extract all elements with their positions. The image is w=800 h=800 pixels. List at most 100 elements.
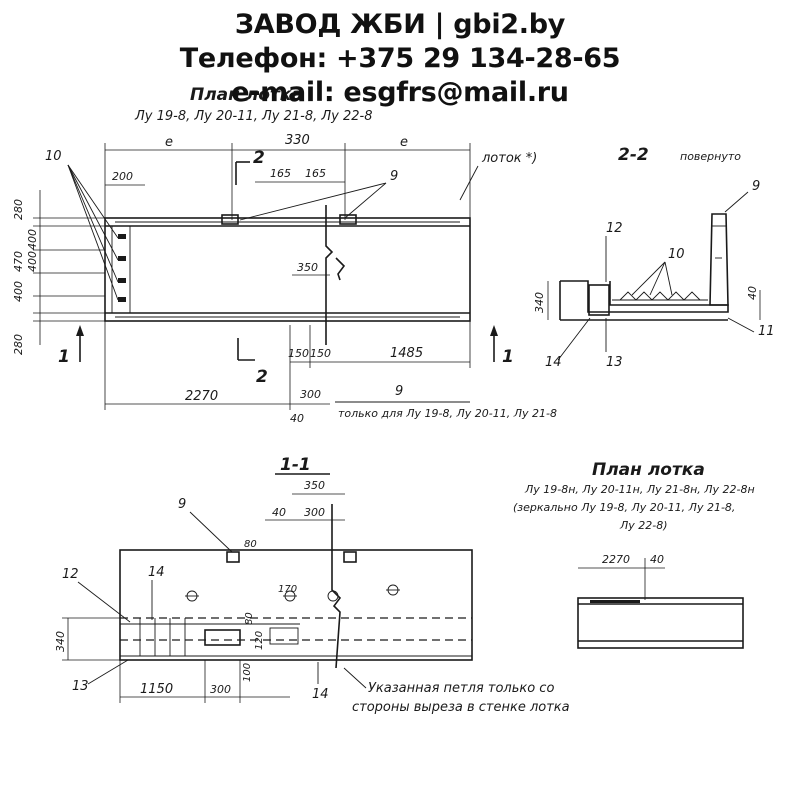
rebar-zigzag bbox=[619, 291, 701, 301]
section-1-label-left: 1 bbox=[58, 347, 70, 367]
section-2-label: 2 bbox=[253, 148, 265, 168]
dim-2270: 2270 bbox=[185, 389, 218, 404]
embedded-part bbox=[118, 256, 126, 261]
plan-subtitle: Лу 19-8, Лу 20-11, Лу 21-8, Лу 22-8 bbox=[134, 109, 373, 124]
section-2-2-title: 2-2 bbox=[618, 145, 649, 165]
loop-part bbox=[226, 551, 240, 563]
mark-14b-11: 14 bbox=[312, 687, 329, 702]
section-1-1-title: 1-1 bbox=[280, 455, 311, 475]
rebar-frame bbox=[588, 284, 610, 316]
embedded-part bbox=[118, 234, 126, 239]
dim-e-right: e bbox=[400, 135, 408, 150]
dim-340-22: 340 bbox=[533, 292, 546, 313]
mark-9-bottom: 9 bbox=[395, 384, 403, 399]
dim-400b: 400 bbox=[26, 251, 39, 272]
leader-12-11 bbox=[77, 581, 131, 623]
loop-part bbox=[343, 551, 357, 563]
plan2-outline bbox=[577, 597, 744, 649]
section-1-arrowhead bbox=[76, 325, 84, 336]
break-line bbox=[325, 205, 334, 345]
dim-120-11: 120 bbox=[254, 631, 265, 650]
section-1-label-right: 1 bbox=[502, 347, 514, 367]
embedded-part bbox=[118, 297, 126, 302]
leader-9 bbox=[239, 182, 387, 221]
dim-100-11: 100 bbox=[242, 663, 253, 682]
tray-base bbox=[560, 280, 729, 313]
plan2-title: План лотка bbox=[592, 460, 705, 480]
dim-300b-11: 300 bbox=[210, 683, 231, 696]
plan-2-view: План лотка Лу 19-8н, Лу 20-11н, Лу 21-8н… bbox=[513, 460, 755, 649]
leader-9 bbox=[344, 182, 387, 219]
dim-200: 200 bbox=[112, 170, 133, 183]
embedded-part bbox=[118, 278, 126, 283]
dim-80b-11: 80 bbox=[244, 612, 255, 625]
mark-13-22: 13 bbox=[606, 355, 623, 370]
dim-470: 470 bbox=[12, 251, 25, 272]
dim-350: 350 bbox=[297, 261, 318, 274]
plan-title: План лотка bbox=[190, 85, 303, 105]
tray-outline bbox=[104, 217, 471, 322]
break-line bbox=[331, 504, 342, 669]
plan-view: План лотка Лу 19-8, Лу 20-11, Лу 21-8, Л… bbox=[12, 85, 557, 425]
section-2-label-bottom: 2 bbox=[256, 367, 268, 387]
dim-165b: 165 bbox=[305, 167, 326, 180]
dim-340-11: 340 bbox=[54, 631, 67, 652]
mark-14-22: 14 bbox=[545, 355, 562, 370]
dim-280-top: 280 bbox=[12, 199, 25, 220]
dim-40-11: 40 bbox=[272, 506, 286, 519]
plan2-line3: Лу 22-8) bbox=[619, 519, 668, 532]
dim-165a: 165 bbox=[270, 167, 291, 180]
section-1-1-view: 1-1 350 40 300 9 80 170 80 120 bbox=[54, 455, 570, 715]
tray-side-outline bbox=[119, 549, 473, 661]
leader-14-22 bbox=[557, 317, 591, 361]
mark-9-22: 9 bbox=[752, 179, 760, 194]
cutout-recess bbox=[204, 629, 241, 646]
dim-400c: 400 bbox=[12, 281, 25, 302]
loop-note-2: стороны выреза в стенке лотка bbox=[352, 700, 570, 715]
dim-40-22: 40 bbox=[746, 286, 759, 300]
dim-e-left: e bbox=[165, 135, 173, 150]
dim-2270-p2: 2270 bbox=[602, 553, 630, 566]
dim-350-11: 350 bbox=[304, 479, 325, 492]
leader-10-22 bbox=[649, 261, 666, 296]
loop-part bbox=[221, 214, 239, 225]
loop-part bbox=[339, 214, 357, 225]
mark-13-11: 13 bbox=[72, 679, 89, 694]
note-leader bbox=[343, 667, 367, 689]
leader-tray bbox=[459, 165, 479, 201]
leader-10 bbox=[67, 164, 119, 301]
dim-330: 330 bbox=[285, 133, 310, 148]
dim-280-bottom: 280 bbox=[12, 334, 25, 355]
dim-400a: 400 bbox=[26, 229, 39, 250]
leader-10 bbox=[67, 164, 119, 239]
mark-14-11: 14 bbox=[148, 565, 165, 580]
tray-wall bbox=[709, 213, 729, 306]
mark-10-22: 10 bbox=[668, 247, 685, 262]
mark-9: 9 bbox=[390, 169, 398, 184]
mark-12-11: 12 bbox=[62, 567, 79, 582]
hole bbox=[327, 590, 339, 602]
leader-10-22 bbox=[631, 261, 666, 296]
dim-80a-11: 80 bbox=[244, 539, 257, 550]
mark-9-11: 9 bbox=[178, 497, 186, 512]
leader-10-22 bbox=[664, 261, 673, 296]
leader-10 bbox=[67, 164, 119, 283]
dim-40: 40 bbox=[290, 412, 304, 425]
dim-300: 300 bbox=[300, 388, 321, 401]
plan2-line2: (зеркально Лу 19-8, Лу 20-11, Лу 21-8, bbox=[513, 501, 735, 514]
leader-10 bbox=[67, 164, 119, 261]
leader-11-22 bbox=[727, 317, 755, 333]
mark-12-22: 12 bbox=[606, 221, 623, 236]
dim-1485: 1485 bbox=[390, 346, 423, 361]
cutout-profile bbox=[335, 257, 346, 281]
plan-note: только для Лу 19-8, Лу 20-11, Лу 21-8 bbox=[338, 407, 557, 420]
dim-150b: 150 bbox=[310, 347, 331, 360]
mark-10: 10 bbox=[45, 149, 62, 164]
dim-170-11: 170 bbox=[278, 584, 297, 595]
leader-9-22 bbox=[724, 191, 749, 213]
plan2-line1: Лу 19-8н, Лу 20-11н, Лу 21-8н, Лу 22-8н bbox=[524, 483, 755, 496]
dim-1150: 1150 bbox=[140, 682, 173, 697]
mark-11-22: 11 bbox=[758, 324, 775, 339]
plan2-hatch bbox=[590, 600, 640, 603]
